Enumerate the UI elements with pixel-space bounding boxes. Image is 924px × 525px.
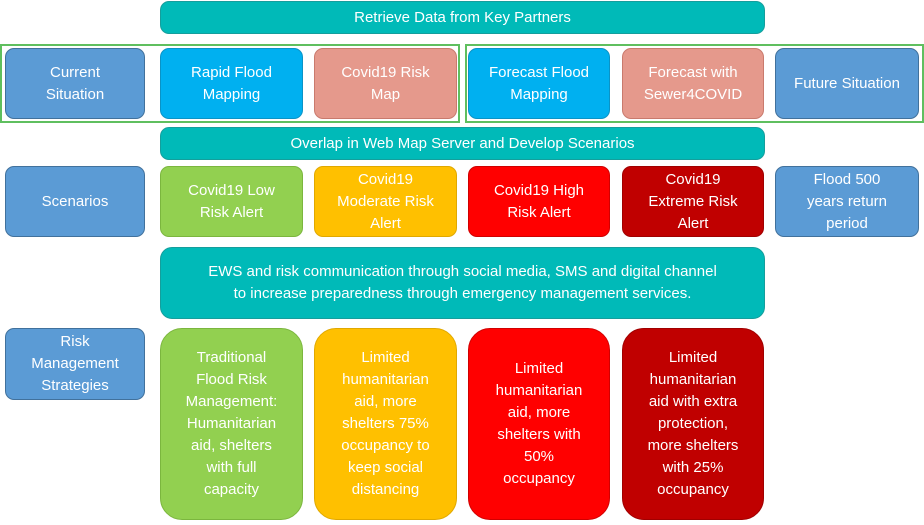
current-situation-box: Current Situation bbox=[5, 48, 145, 119]
limited-aid-25-box: Limited humanitarian aid with extra prot… bbox=[622, 328, 764, 520]
rapid-flood-mapping-box: Rapid Flood Mapping bbox=[160, 48, 303, 119]
scenarios-label-box: Scenarios bbox=[5, 166, 145, 237]
covid19-low-risk-alert-box: Covid19 Low Risk Alert bbox=[160, 166, 303, 237]
limited-aid-75-box: Limited humanitarian aid, more shelters … bbox=[314, 328, 457, 520]
ews-communication-box: EWS and risk communication through socia… bbox=[160, 247, 765, 319]
covid19-extreme-risk-alert-box: Covid19 Extreme Risk Alert bbox=[622, 166, 764, 237]
current-situation-frame bbox=[0, 44, 460, 123]
flood-500-years-box: Flood 500 years return period bbox=[775, 166, 919, 237]
risk-management-strategies-label-box: Risk Management Strategies bbox=[5, 328, 145, 400]
covid19-moderate-risk-alert-box: Covid19 Moderate Risk Alert bbox=[314, 166, 457, 237]
forecast-sewer4covid-box: Forecast with Sewer4COVID bbox=[622, 48, 764, 119]
future-situation-frame bbox=[465, 44, 924, 123]
retrieve-data-box: Retrieve Data from Key Partners bbox=[160, 1, 765, 34]
future-situation-box: Future Situation bbox=[775, 48, 919, 119]
overlap-scenarios-box: Overlap in Web Map Server and Develop Sc… bbox=[160, 127, 765, 160]
covid19-risk-map-box: Covid19 Risk Map bbox=[314, 48, 457, 119]
limited-aid-50-box: Limited humanitarian aid, more shelters … bbox=[468, 328, 610, 520]
forecast-flood-mapping-box: Forecast Flood Mapping bbox=[468, 48, 610, 119]
traditional-flood-risk-box: Traditional Flood Risk Management: Human… bbox=[160, 328, 303, 520]
covid19-high-risk-alert-box: Covid19 High Risk Alert bbox=[468, 166, 610, 237]
